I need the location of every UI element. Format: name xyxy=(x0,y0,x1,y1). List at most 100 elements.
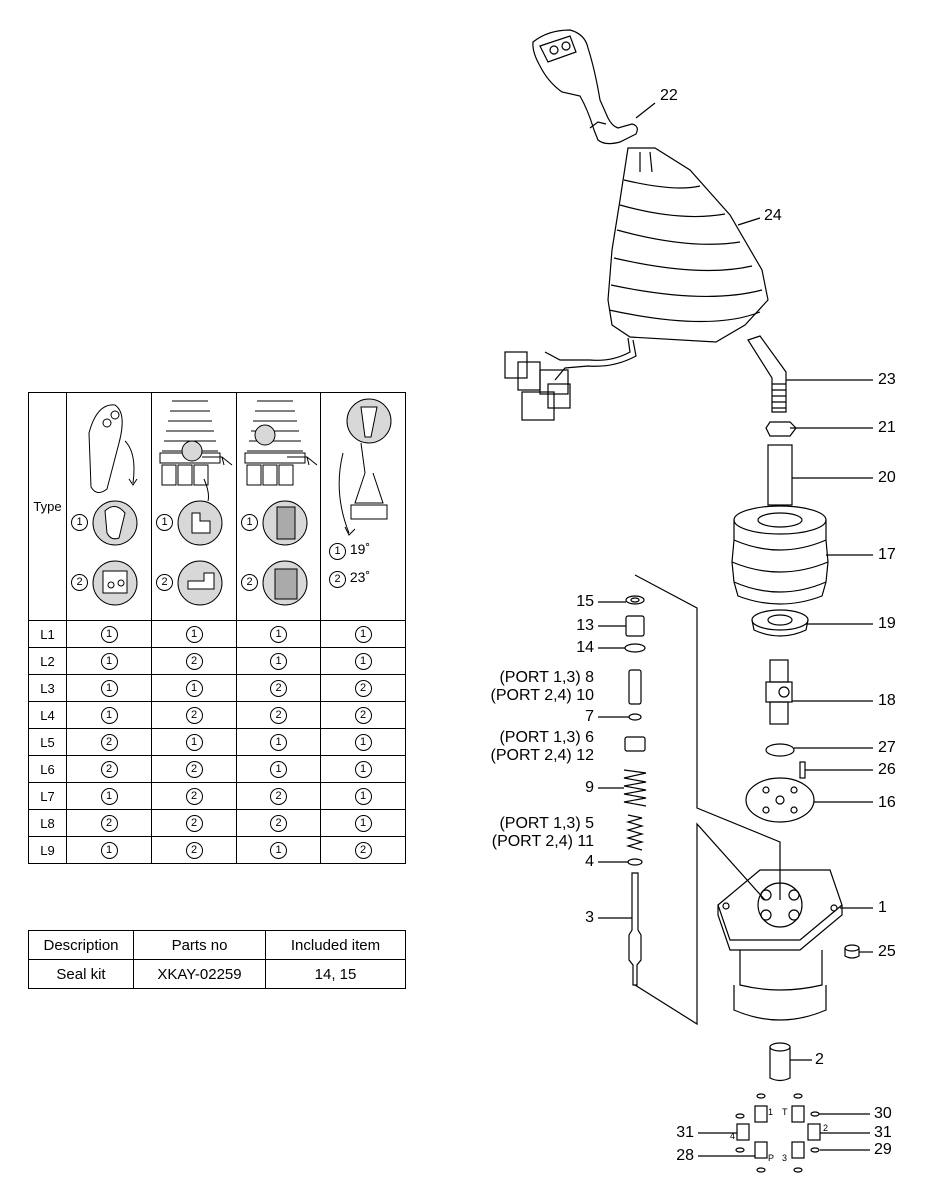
guide-line xyxy=(634,574,781,900)
callout-7: 7 xyxy=(585,708,594,725)
type-row-label: L3 xyxy=(28,674,67,702)
icon-option-1b: 1 xyxy=(156,514,173,531)
icon-option-1: 1 xyxy=(71,514,88,531)
callout-15: 15 xyxy=(576,593,594,610)
type-row-cell: 2 xyxy=(236,782,321,810)
sleeve xyxy=(769,1042,791,1082)
option-circle: 1 xyxy=(354,815,372,832)
type-option-19: 1 19˚ xyxy=(329,541,370,560)
callout-5: (PORT 1,3) 5 xyxy=(499,815,594,832)
type-row-cell: 1 xyxy=(320,755,406,783)
type-row-cell: 2 xyxy=(151,701,237,729)
callout-11: (PORT 2,4) 11 xyxy=(491,833,594,850)
option-circle: 1 xyxy=(270,653,287,670)
option-circle: 1 xyxy=(354,626,372,643)
callout-14: 14 xyxy=(576,639,594,656)
callout-23: 23 xyxy=(878,371,896,388)
type-row-cell: 2 xyxy=(151,782,237,810)
port-label-1: 1 xyxy=(768,1107,774,1117)
type-row-cell: 2 xyxy=(66,728,152,756)
type-row-cell: 1 xyxy=(236,728,321,756)
valve-body xyxy=(717,869,843,1021)
port-fittings xyxy=(735,1093,821,1173)
universal-joint xyxy=(765,659,793,725)
callout-2: 2 xyxy=(815,1051,824,1068)
plate xyxy=(745,777,815,823)
option-circle: 2 xyxy=(100,815,118,832)
seal-description: Seal kit xyxy=(28,959,134,989)
type-row-cell: 1 xyxy=(320,782,406,810)
option-circle: 2 xyxy=(185,707,203,724)
type-row-cell: 2 xyxy=(320,701,406,729)
option-circle: 1 xyxy=(100,707,118,724)
callout-21: 21 xyxy=(878,419,896,436)
coupling xyxy=(767,444,793,506)
option-circle: 1 xyxy=(185,734,203,751)
option-circle: 2 xyxy=(354,842,372,859)
type-row-cell: 1 xyxy=(66,782,152,810)
option-circle: 2 xyxy=(185,842,203,859)
type-row-label: L2 xyxy=(28,647,67,675)
type-row-cell: 2 xyxy=(151,809,237,837)
callout-29: 29 xyxy=(874,1141,892,1158)
option-circle: 2 xyxy=(270,788,287,805)
callout-25: 25 xyxy=(878,943,896,960)
type-row-cell: 2 xyxy=(66,809,152,837)
plug xyxy=(844,944,860,959)
type-row-cell: 1 xyxy=(151,620,237,648)
callout-22: 22 xyxy=(660,87,678,104)
callout-30: 30 xyxy=(874,1105,892,1122)
option-circle: 1 xyxy=(100,626,118,643)
seal-kit-table: Description Parts no Included item Seal … xyxy=(28,930,406,989)
type-icon-boot-plug: 1 2 xyxy=(236,392,321,621)
type-icon-boot-connector: 1 2 xyxy=(151,392,237,621)
type-row-label: L7 xyxy=(28,782,67,810)
option-circle: 2 xyxy=(185,815,203,832)
option-circle: 2 xyxy=(185,761,203,778)
guide-line-lower xyxy=(634,822,766,1026)
option-circle: 2 xyxy=(354,680,372,697)
icon-option-2: 2 xyxy=(71,574,88,591)
type-row-cell: 1 xyxy=(236,755,321,783)
type-row-cell: 2 xyxy=(236,809,321,837)
option-circle: 2 xyxy=(354,707,372,724)
port-label-p: P xyxy=(768,1153,775,1163)
seal-ring xyxy=(751,609,809,637)
type-row-cell: 2 xyxy=(236,701,321,729)
seal-parts-no: XKAY-02259 xyxy=(133,959,266,989)
pin xyxy=(799,761,806,779)
type-row-cell: 1 xyxy=(66,674,152,702)
option-circle: 2 xyxy=(185,653,203,670)
option-circle: 2 xyxy=(270,815,287,832)
option-circle: 1 xyxy=(185,626,203,643)
type-row-cell: 1 xyxy=(151,674,237,702)
seal-header-included: Included item xyxy=(265,930,406,960)
type-row-cell: 1 xyxy=(236,836,321,864)
type-row-cell: 1 xyxy=(151,728,237,756)
callout-13: 13 xyxy=(576,617,594,634)
option-circle: 1 xyxy=(354,653,372,670)
option-circle: 1 xyxy=(354,761,372,778)
type-row-cell: 1 xyxy=(66,620,152,648)
type-row-label: L9 xyxy=(28,836,67,864)
option-circle: 1 xyxy=(270,626,287,643)
type-row-cell: 2 xyxy=(66,755,152,783)
type-row-cell: 1 xyxy=(320,728,406,756)
port-label-t: T xyxy=(782,1107,788,1117)
option-circle: 2 xyxy=(270,680,287,697)
option-circle: 2 xyxy=(185,788,203,805)
type-row-cell: 2 xyxy=(320,674,406,702)
washer xyxy=(765,743,795,757)
type-row-cell: 1 xyxy=(66,836,152,864)
option-circle: 1 xyxy=(100,788,118,805)
callout-18: 18 xyxy=(878,692,896,709)
callout-1: 1 xyxy=(878,899,887,916)
callout-10: (PORT 2,4) 10 xyxy=(490,687,594,704)
callout-9: 9 xyxy=(585,779,594,796)
option-circle: 1 xyxy=(354,788,372,805)
